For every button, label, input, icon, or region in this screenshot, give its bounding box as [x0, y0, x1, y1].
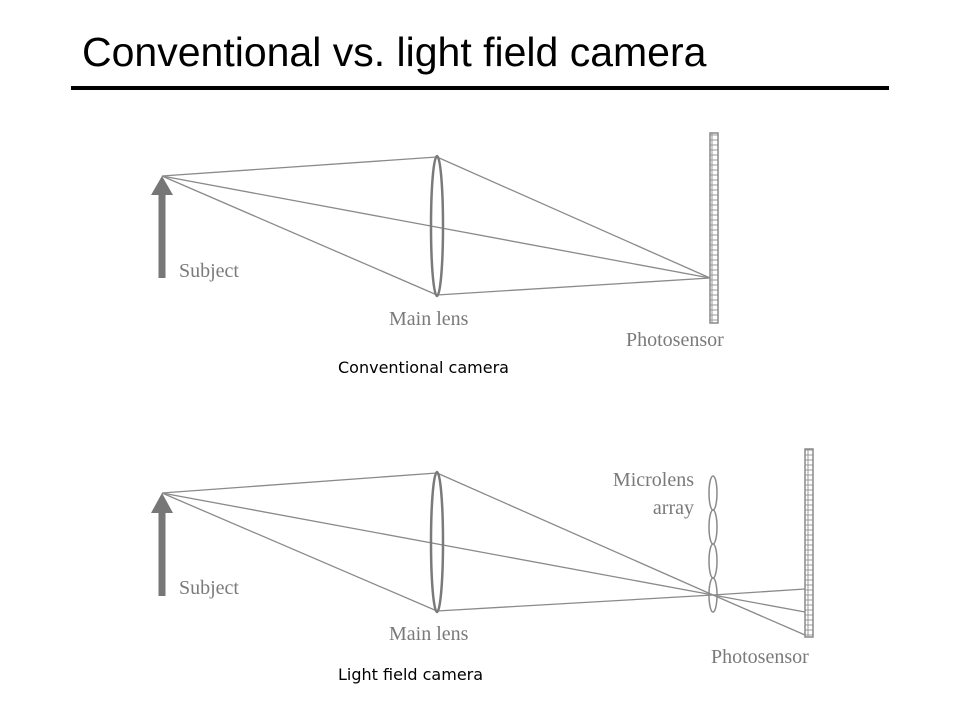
title-underline [71, 86, 889, 90]
photosensor-label: Photosensor [626, 329, 724, 351]
main-lens-label: Main lens [389, 308, 469, 330]
light-rays [161, 472, 806, 636]
subject-label: Subject [179, 260, 239, 282]
photosensor-label: Photosensor [711, 646, 809, 668]
light-rays [161, 156, 711, 296]
subject-arrow-icon [151, 493, 173, 596]
slide-title: Conventional vs. light field camera [82, 29, 707, 75]
main-lens-icon [429, 154, 445, 298]
main-lens-label: Main lens [389, 623, 469, 645]
light-field-camera-caption: Light field camera [338, 665, 483, 684]
microlens-label: Microlens [613, 469, 694, 491]
subject-label: Subject [179, 577, 239, 599]
microlens-label-line2: array [653, 497, 694, 519]
photosensor-icon [804, 448, 814, 638]
light-field-camera-diagram: Subject Main lens Microlens array [151, 448, 814, 684]
conventional-camera-caption: Conventional camera [338, 358, 509, 377]
microlens-array-icon [708, 475, 718, 613]
subject-arrow-icon [151, 176, 173, 278]
main-lens-icon [429, 470, 445, 614]
photosensor-icon [709, 132, 719, 324]
conventional-camera-diagram: Subject Main lens Photosensor Convention… [151, 132, 724, 377]
